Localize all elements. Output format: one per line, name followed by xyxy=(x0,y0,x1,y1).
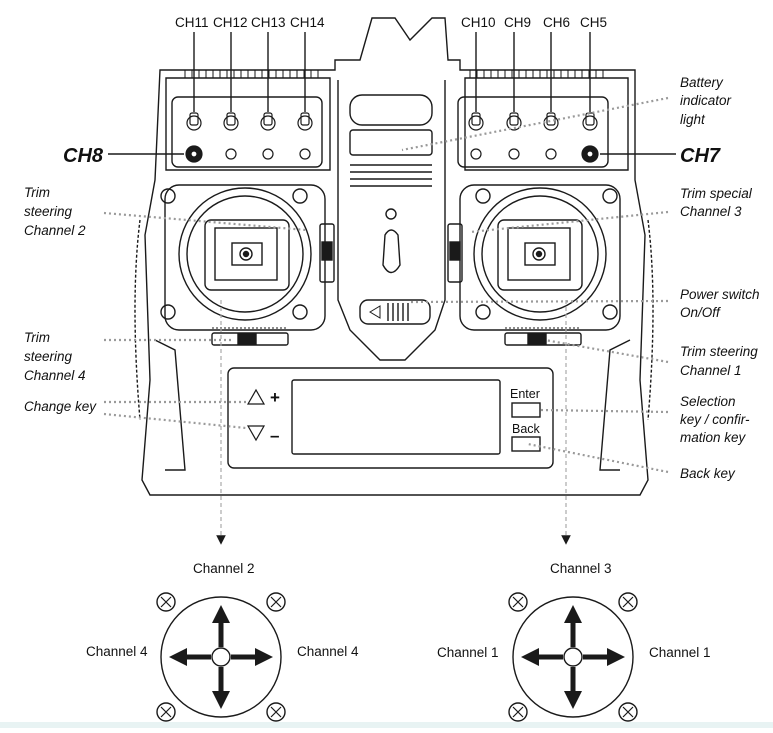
screw-icon xyxy=(508,592,528,612)
enter-key-label: Enter xyxy=(510,387,540,401)
stick-plate-outline xyxy=(160,596,282,718)
minus-key-label: – xyxy=(270,426,279,445)
plus-key-label: + xyxy=(270,388,280,407)
channel-leaders xyxy=(108,32,676,155)
up-triangle-icon xyxy=(246,388,266,405)
switch-ch9 xyxy=(506,112,522,131)
right-callouts: Battery indicator light Trim special Cha… xyxy=(680,75,763,481)
screw-icon xyxy=(508,702,528,722)
switch-ch6 xyxy=(543,112,559,131)
left-top-fins xyxy=(184,70,319,78)
callout-leaders xyxy=(103,96,669,474)
stick-center xyxy=(563,647,583,667)
stick-dashed-links xyxy=(216,300,571,545)
callout-power-switch: Power switch On/Off xyxy=(680,287,763,320)
right-diagram-left-label: Channel 1 xyxy=(437,645,499,660)
arrow-up-icon xyxy=(564,605,582,647)
left-diagram-right-label: Channel 4 xyxy=(297,644,359,659)
callout-trim-ch4: Trim steering Channel 4 xyxy=(24,330,86,383)
arrow-right-icon xyxy=(231,648,273,666)
switch-ch12 xyxy=(223,112,239,131)
callout-battery: Battery indicator light xyxy=(680,75,735,127)
screw-icon xyxy=(266,592,286,612)
screw-icon xyxy=(156,702,176,722)
toggle-switches xyxy=(185,112,599,163)
label-ch14: CH14 xyxy=(290,15,325,30)
transmitter-body xyxy=(134,17,654,496)
label-ch5: CH5 xyxy=(580,15,607,30)
stick-center xyxy=(211,647,231,667)
label-ch10: CH10 xyxy=(461,15,496,30)
switch-ch10 xyxy=(468,112,484,131)
label-ch9: CH9 xyxy=(504,15,531,30)
left-diagram-top-label: Channel 2 xyxy=(193,561,255,576)
right-stick-diagram xyxy=(508,592,638,722)
screw-icon xyxy=(266,702,286,722)
label-ch11: CH11 xyxy=(175,15,209,30)
down-triangle-icon xyxy=(246,425,266,442)
back-key-label: Back xyxy=(512,422,541,436)
screw-icon xyxy=(618,592,638,612)
arrow-up-icon xyxy=(212,605,230,647)
switch-ch13 xyxy=(260,112,276,131)
label-ch6: CH6 xyxy=(543,15,570,30)
label-ch8: CH8 xyxy=(63,145,104,167)
label-ch7: CH7 xyxy=(680,145,721,167)
label-ch12: CH12 xyxy=(213,15,248,30)
callout-trim-special-ch3: Trim special Channel 3 xyxy=(680,186,756,219)
arrow-left-icon xyxy=(521,648,563,666)
callout-change-key: Change key xyxy=(24,399,97,414)
arrow-down-icon xyxy=(212,667,230,709)
switch-ch5 xyxy=(582,112,598,131)
label-ch13: CH13 xyxy=(251,15,286,30)
callout-back-key: Back key xyxy=(680,466,736,481)
screw-icon xyxy=(618,702,638,722)
left-diagram-left-label: Channel 4 xyxy=(86,644,148,659)
arrow-down-icon xyxy=(564,667,582,709)
channel-label-group: CH11 CH12 CH13 CH14 CH10 CH9 CH6 CH5 xyxy=(175,15,607,30)
switch-ch14 xyxy=(297,112,313,131)
right-top-fins xyxy=(469,70,604,78)
right-diagram-top-label: Channel 3 xyxy=(550,561,612,576)
panel-keys: + – Enter Back xyxy=(246,387,541,445)
left-callouts: Trim steering Channel 2 Trim steering Ch… xyxy=(24,185,97,414)
arrow-right-icon xyxy=(583,648,625,666)
callout-trim-ch1: Trim steering Channel 1 xyxy=(680,344,762,378)
screw-icon xyxy=(156,592,176,612)
left-stick-diagram xyxy=(156,592,286,722)
arrow-left-icon xyxy=(169,648,211,666)
bottom-strip xyxy=(0,722,773,728)
stick-diagram-labels: Channel 2 Channel 4 Channel 4 Channel 3 … xyxy=(86,561,711,660)
right-diagram-right-label: Channel 1 xyxy=(649,645,711,660)
callout-trim-ch2: Trim steering Channel 2 xyxy=(24,185,86,238)
switch-ch11 xyxy=(186,112,202,131)
stick-plate-outline xyxy=(512,596,634,718)
callout-selection-key: Selection key / confir- mation key xyxy=(680,394,753,445)
